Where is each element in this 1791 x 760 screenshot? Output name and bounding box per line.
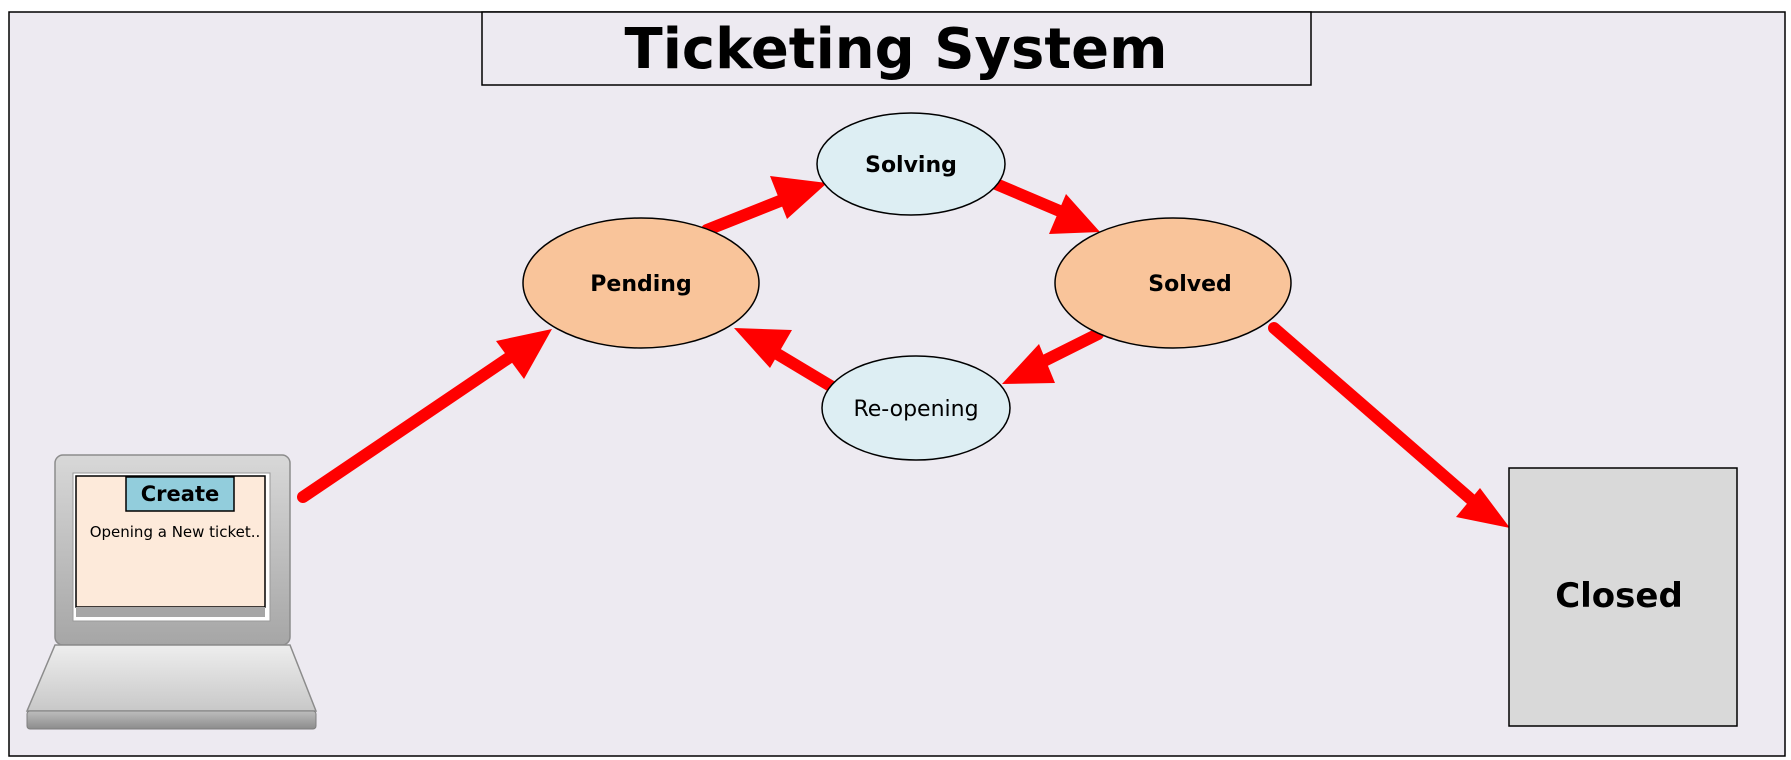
laptop-icon: Create Opening a New ticket..	[25, 454, 318, 730]
diagram-title: Ticketing System	[625, 17, 1168, 82]
node-pending: Pending	[522, 217, 760, 349]
arrow-create-to-pending	[297, 329, 552, 503]
node-closed-label: Closed	[1555, 576, 1683, 616]
node-closed: Closed	[1508, 467, 1738, 727]
node-reopening: Re-opening	[821, 355, 1011, 461]
node-solved-label: Solved	[1148, 272, 1232, 297]
create-button-label: Create	[141, 482, 219, 506]
node-reopening-label: Re-opening	[853, 397, 978, 422]
arrow-pending-to-solving	[701, 176, 827, 236]
node-pending-label: Pending	[590, 272, 691, 297]
title-box	[481, 11, 1312, 86]
flow-arrows	[297, 176, 1510, 528]
arrow-solved-to-reopening	[1002, 328, 1104, 384]
create-ticket-button[interactable]: Create	[125, 476, 235, 512]
arrow-solving-to-solved	[990, 178, 1100, 234]
laptop-screen-text: Opening a New ticket..	[90, 523, 261, 541]
arrow-reopening-to-pending	[734, 328, 840, 394]
node-solving-label: Solving	[865, 153, 957, 178]
node-solving: Solving	[816, 112, 1006, 216]
arrow-solved-to-closed	[1268, 322, 1510, 528]
node-solved: Solved	[1054, 217, 1292, 349]
